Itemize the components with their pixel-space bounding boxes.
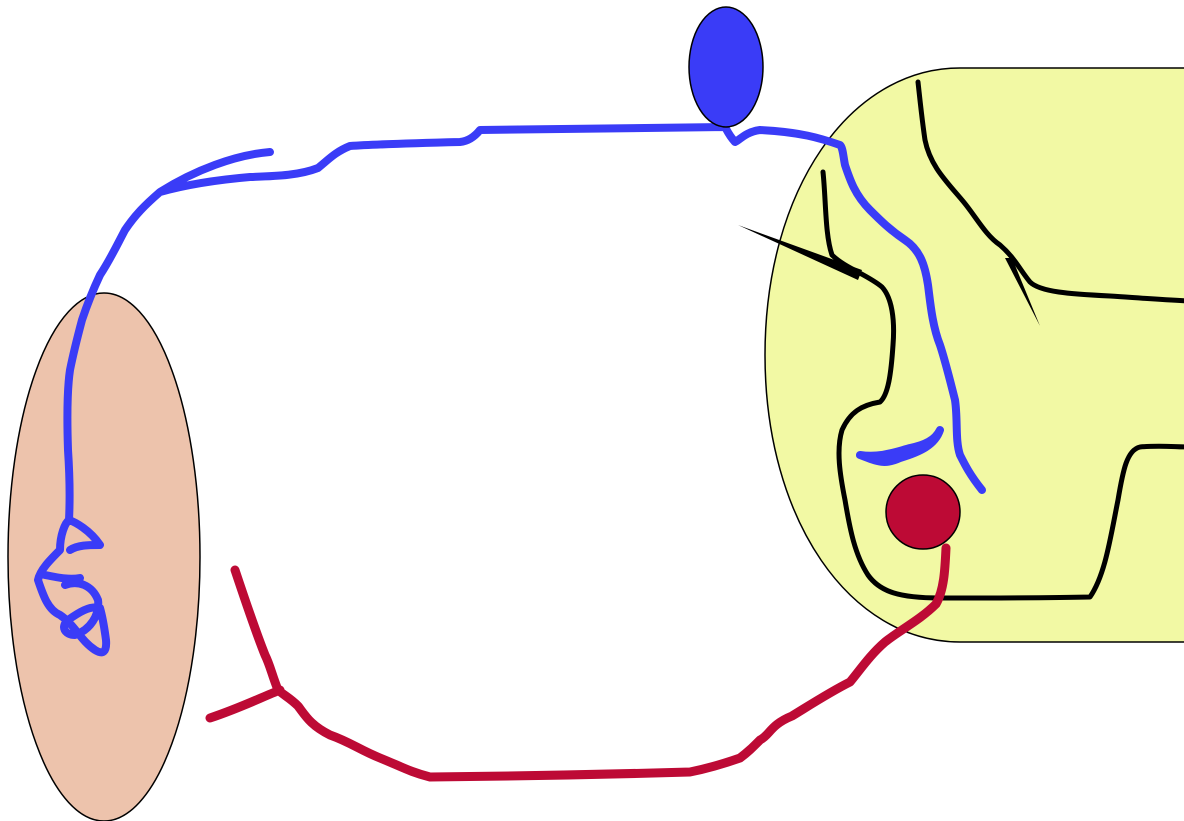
tract-line-inner-loop: [820, 169, 1184, 601]
target-region: [764, 67, 1184, 643]
blue-neuron-fiber: [34, 123, 986, 657]
tract-line-upper: [915, 79, 1184, 304]
red-neuron-fiber: [205, 543, 951, 782]
red-neuron-cell-body: [885, 474, 961, 550]
tract-pointer-wedge: [738, 225, 862, 280]
tract-branch-wedge: [1005, 258, 1040, 326]
peripheral-region: [7, 292, 201, 821]
internal-tract-lines: [738, 79, 1184, 601]
blue-neuron-cell-body: [688, 6, 764, 128]
